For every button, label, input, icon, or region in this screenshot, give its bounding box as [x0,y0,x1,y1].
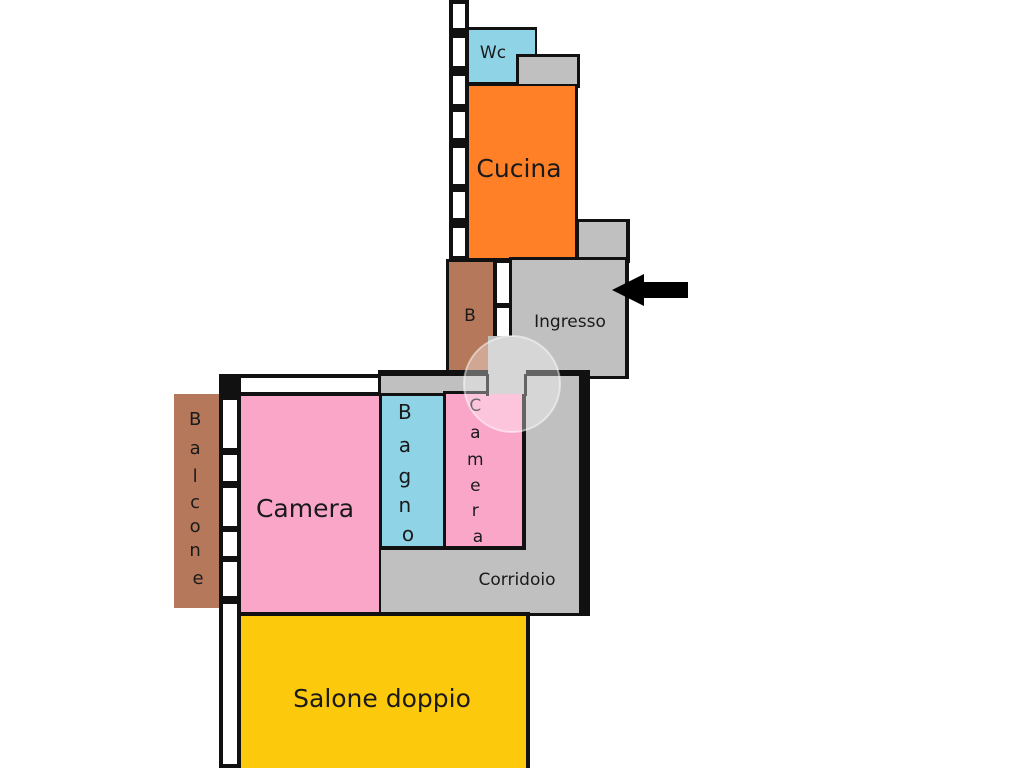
letter: g [398,464,411,488]
letter: l [193,466,198,487]
window [223,562,237,596]
window [223,455,237,481]
letter: m [467,450,484,470]
window [453,192,465,218]
room-label-wc: Wc [480,43,506,63]
letter: B [398,400,412,424]
passage-window [497,308,509,336]
window [453,112,465,138]
room-bagno [382,396,444,546]
letter: a [399,433,411,457]
room-salone [241,616,526,768]
hall-passage-wall [486,374,489,396]
letter: o [402,522,414,546]
room-ingresso [512,260,625,376]
watermark-circle [463,335,561,433]
letter: C [469,396,481,416]
letter: c [190,492,200,513]
room-label-camera-piccola: C a m e r a [467,396,489,547]
shaft-fill [519,57,577,87]
letter: a [470,423,480,443]
room-ripostiglio [449,262,493,372]
letter: o [190,516,201,537]
room-label-ripostiglio: B [464,306,476,326]
window [453,76,465,104]
window [223,488,237,526]
window [453,228,465,256]
letter: a [190,438,201,459]
room-camera-piccola [446,394,522,546]
room-label-corridoio: Corridoio [479,570,556,590]
room-label-salone: Salone doppio [293,684,471,713]
room-cucina [469,86,575,258]
letter: e [192,568,203,589]
letter: e [470,476,480,496]
hall-passage-wall [524,374,527,396]
entrance-arrow-icon [612,274,688,306]
window [223,400,237,448]
room-label-balcone: B a l c o n e [189,409,207,589]
window [224,378,384,392]
room-camera-grande [241,396,379,614]
room-label-bagno: B a g n o [398,400,418,546]
hall-passage [488,336,526,394]
letter: B [189,409,201,430]
letter: n [398,493,411,517]
room-label-camera-grande: Camera [256,494,354,523]
passage-window [497,263,509,303]
window [453,4,465,28]
room-balcone [174,394,219,608]
letter: n [189,540,200,561]
letter: a [473,527,483,547]
letter: r [472,501,479,521]
window [453,38,465,66]
room-label-cucina: Cucina [476,154,561,183]
niche-fill [579,222,626,260]
room-label-ingresso: Ingresso [534,312,606,332]
window [223,604,237,764]
window [223,532,237,556]
window [453,148,465,184]
